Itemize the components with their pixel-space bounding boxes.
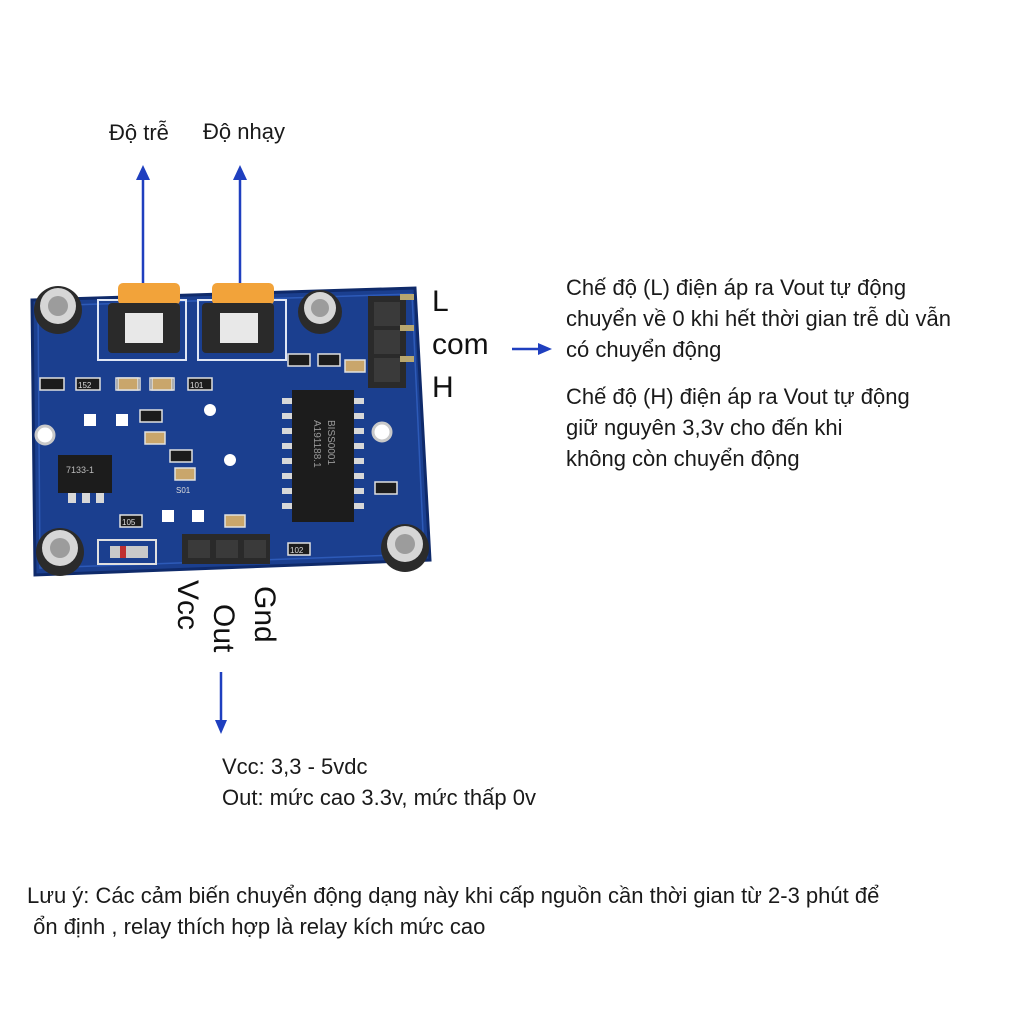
- capacitor-top-right: [298, 290, 342, 334]
- biss0001-ic: BISS0001 A191188.1: [282, 390, 364, 522]
- out-arrowhead: [215, 720, 227, 734]
- mark-101: 101: [190, 381, 204, 390]
- sensitivity-arrowhead: [233, 165, 247, 180]
- mark-s01: S01: [176, 486, 191, 495]
- capacitor-top-left: [34, 286, 82, 334]
- h-mode-line-3: không còn chuyển động: [566, 446, 800, 471]
- l-mode-line-2: chuyển về 0 khi hết thời gian trễ dù vẫn: [566, 306, 951, 331]
- capacitor-bottom-left: [36, 528, 84, 576]
- sensitivity-label: Độ nhạy: [203, 119, 285, 144]
- h-mode-note: Chế độ (H) điện áp ra Vout tự động giữ n…: [566, 381, 910, 474]
- mount-hole: [371, 421, 393, 443]
- h-mode-line-1: Chế độ (H) điện áp ra Vout tự động: [566, 384, 910, 409]
- vcc-spec: Vcc: 3,3 - 5vdc: [222, 754, 368, 779]
- pir-sensor-board: BISS0001 A191188.1 7133-1 152 101 105 10…: [30, 283, 432, 577]
- smd-capacitors: [117, 359, 366, 528]
- delay-label: Độ trễ: [109, 120, 169, 145]
- trigger-jumper: [368, 294, 414, 388]
- footnote-line-2: ổn định , relay thích hợp là relay kích …: [27, 914, 486, 939]
- l-mode-line-1: Chế độ (L) điện áp ra Vout tự động: [566, 275, 907, 300]
- pads: [84, 404, 236, 522]
- footnote: Lưu ý: Các cảm biến chuyển động dạng này…: [27, 880, 879, 942]
- gnd-pin-label: Gnd: [248, 586, 281, 643]
- mark-102: 102: [290, 546, 304, 555]
- diode: [97, 539, 157, 565]
- jumper-h-label: H: [432, 371, 454, 404]
- out-spec: Out: mức cao 3.3v, mức thấp 0v: [222, 785, 536, 810]
- ic-bottom-mark: A191188.1: [311, 420, 322, 468]
- output-header: [182, 534, 270, 564]
- voltage-regulator: 7133-1: [58, 455, 112, 503]
- h-mode-line-2: giữ nguyên 3,3v cho đến khi: [566, 415, 843, 440]
- mark-152: 152: [78, 381, 92, 390]
- l-mode-line-3: có chuyển động: [566, 337, 722, 362]
- delay-potentiometer: [97, 283, 187, 361]
- capacitor-bottom-right: [381, 524, 429, 572]
- footnote-line-1: Lưu ý: Các cảm biến chuyển động dạng này…: [27, 883, 880, 908]
- vcc-pin-label: Vcc: [171, 580, 204, 631]
- jumper-com-label: com: [432, 328, 489, 361]
- mount-hole: [34, 424, 56, 446]
- jumper-l-label: L: [432, 285, 449, 318]
- delay-arrowhead: [136, 165, 150, 180]
- sensitivity-potentiometer: [197, 283, 287, 361]
- regulator-mark: 7133-1: [66, 465, 94, 475]
- jumper-arrowhead: [538, 343, 552, 355]
- out-pin-label: Out: [207, 604, 240, 653]
- specs: Vcc: 3,3 - 5vdc Out: mức cao 3.3v, mức t…: [222, 751, 536, 813]
- l-mode-note: Chế độ (L) điện áp ra Vout tự động chuyể…: [566, 272, 951, 365]
- mark-105: 105: [122, 518, 136, 527]
- ic-top-mark: BISS0001: [325, 420, 336, 465]
